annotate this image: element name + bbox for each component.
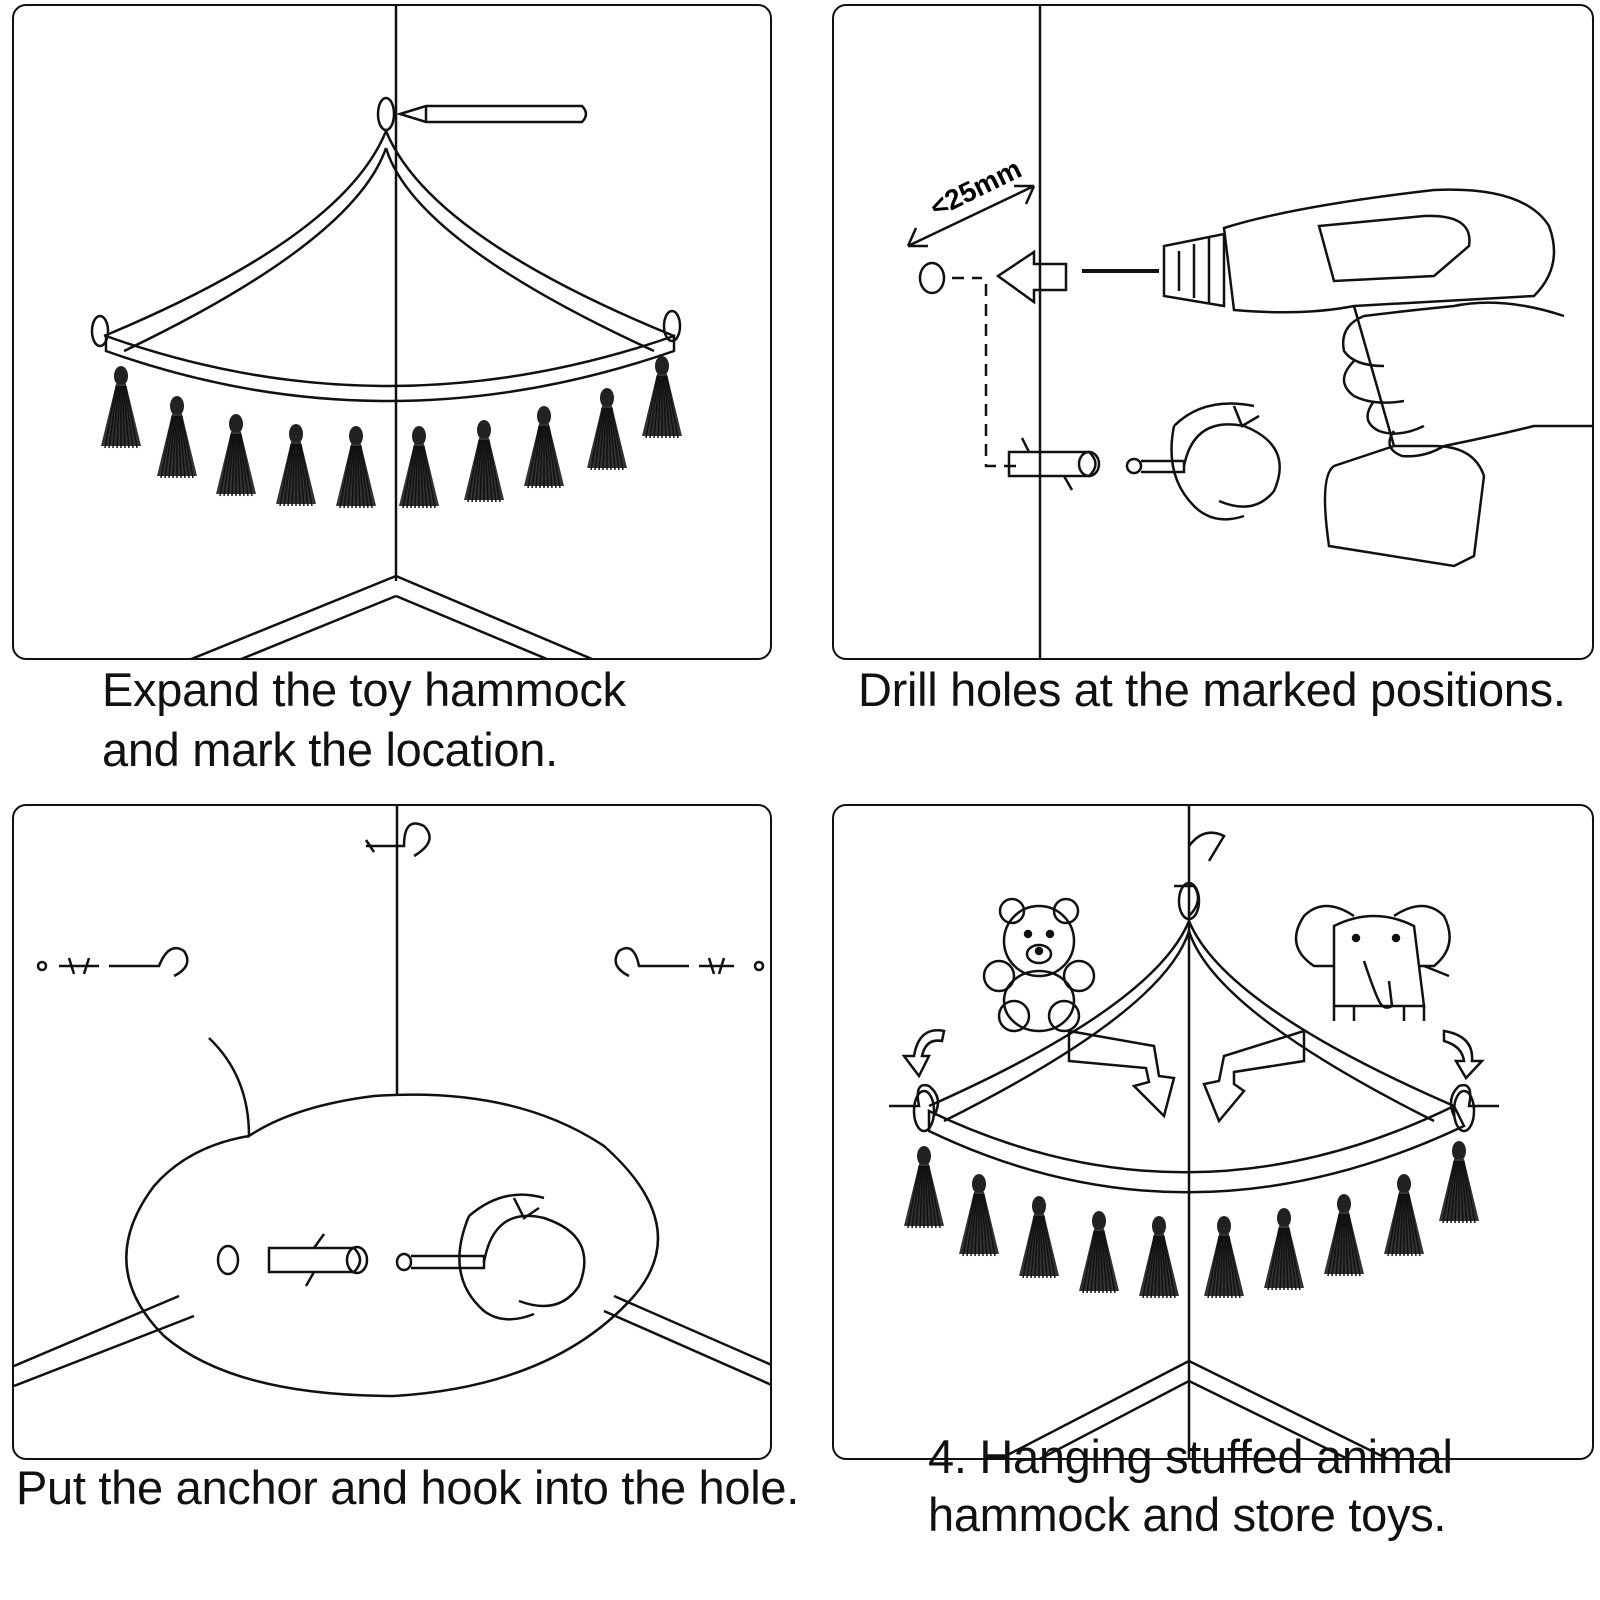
tassel-icon xyxy=(1264,1208,1304,1291)
step-1-caption-line-2: and mark the location. xyxy=(102,723,558,776)
guide-dashed-line xyxy=(952,276,1024,468)
direction-arrow-icon xyxy=(995,249,1068,305)
tassel-row xyxy=(904,1141,1479,1299)
wall-anchor-icon xyxy=(1007,437,1101,491)
tassel-icon xyxy=(336,426,376,509)
tassel-icon xyxy=(1139,1216,1179,1299)
left-hook-icon xyxy=(889,1083,940,1133)
tassel-icon xyxy=(1384,1174,1424,1257)
distance-arrow xyxy=(907,184,1035,248)
curved-arrow-icon xyxy=(1202,1029,1306,1124)
step-2-caption-line-1: Drill holes at the marked positions. xyxy=(858,663,1566,716)
drill-icon xyxy=(1162,188,1556,568)
wall-anchor-icon xyxy=(267,1233,369,1287)
tassel-icon xyxy=(1439,1141,1479,1224)
tassel-icon xyxy=(959,1174,999,1257)
hammock-ropes xyxy=(928,920,1455,1108)
floor-lines xyxy=(14,1294,770,1388)
mark-hole-icon xyxy=(376,96,396,132)
step-3-caption: Put the anchor and hook into the hole. xyxy=(16,1458,799,1518)
step-4-caption-line-2: hammock and store toys. xyxy=(928,1488,1447,1541)
step-1-caption-line-1: Expand the toy hammock xyxy=(102,663,626,716)
zoom-bubble xyxy=(125,1037,660,1398)
step-2-illustration: <25mm xyxy=(906,6,1592,658)
step-3-caption-line-1: Put the anchor and hook into the hole. xyxy=(16,1461,799,1514)
step-4-illustration xyxy=(889,806,1499,1458)
tassel-icon xyxy=(464,420,504,503)
pencil-icon xyxy=(395,104,588,124)
step-1-panel xyxy=(12,4,772,660)
hole-mark-icon xyxy=(918,261,946,295)
step-4-panel xyxy=(832,804,1594,1460)
tassel-icon xyxy=(1079,1211,1119,1294)
right-hook-icon xyxy=(1449,1083,1499,1133)
left-hook-icon xyxy=(36,946,189,978)
hole-icon xyxy=(216,1244,240,1276)
curved-arrow-icon xyxy=(901,1029,946,1079)
tassel-icon xyxy=(157,396,197,479)
step-1-illustration xyxy=(90,6,682,658)
step-1-caption: Expand the toy hammock and mark the loca… xyxy=(102,660,626,780)
tassel-icon xyxy=(1324,1194,1364,1277)
floor-lines xyxy=(999,1359,1389,1458)
tassel-icon xyxy=(1204,1216,1244,1299)
left-loop xyxy=(90,314,110,348)
right-hook-icon xyxy=(614,946,765,978)
hook-icon xyxy=(395,1193,586,1321)
step-4-caption-line-1: 4. Hanging stuffed animal xyxy=(928,1430,1453,1483)
tassel-icon xyxy=(276,424,316,507)
top-hook-icon xyxy=(1174,884,1200,917)
step-2-caption: Drill holes at the marked positions. xyxy=(858,660,1566,720)
tassel-icon xyxy=(524,406,564,489)
tassel-icon xyxy=(1019,1196,1059,1279)
tassel-row xyxy=(101,356,682,509)
hook-icon xyxy=(1125,402,1281,521)
right-loop xyxy=(662,309,682,343)
tassel-icon xyxy=(101,366,141,449)
step-3-panel xyxy=(12,804,772,1460)
hammock-bottom xyxy=(927,1104,1466,1194)
teddy-bear-icon xyxy=(982,897,1096,1033)
elephant-icon xyxy=(1294,904,1451,1021)
tassel-icon xyxy=(904,1146,944,1229)
step-4-caption: 4. Hanging stuffed animal hammock and st… xyxy=(928,1428,1453,1544)
top-hook-icon xyxy=(364,822,431,858)
tassel-icon xyxy=(399,426,439,509)
tassel-icon xyxy=(216,414,256,497)
floor-lines xyxy=(190,574,593,658)
step-2-panel: <25mm xyxy=(832,4,1594,660)
curved-arrow-icon xyxy=(1067,1029,1176,1119)
hammock-bottom xyxy=(104,334,676,403)
curved-arrow-icon xyxy=(1442,1029,1485,1081)
step-3-illustration xyxy=(14,806,770,1398)
tassel-icon xyxy=(587,388,627,471)
curved-arrow-icon xyxy=(1188,831,1226,862)
tassel-icon xyxy=(642,356,682,439)
hand-icon xyxy=(1341,301,1592,458)
hammock-ropes xyxy=(103,130,675,338)
